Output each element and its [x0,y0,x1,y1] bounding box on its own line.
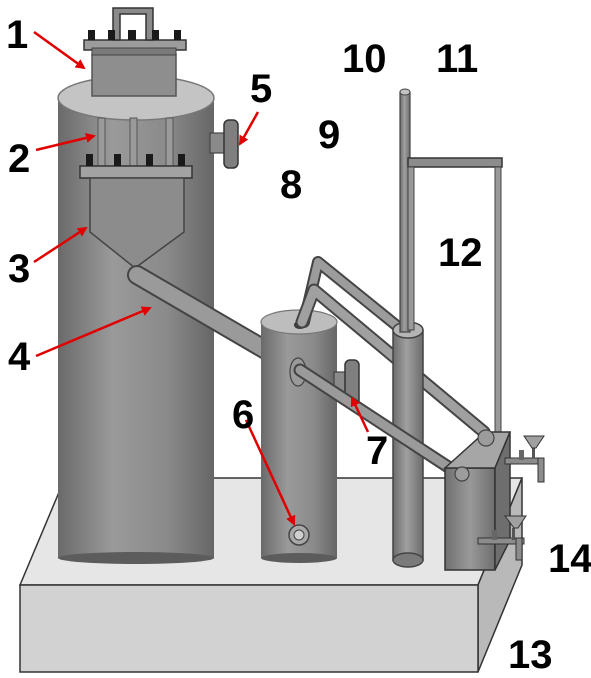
top-lid [83,7,187,97]
arrow-3 [33,226,88,264]
label-13: 13 [508,633,553,677]
arrow-6 [244,419,296,526]
support-frame [407,157,503,468]
arrow-5 [238,111,260,146]
number-labels: 1 2 3 4 5 6 7 8 9 10 11 12 13 14 [6,13,591,677]
pointer-arrows [33,30,370,526]
label-4: 4 [8,335,31,379]
label-11: 11 [436,37,478,81]
small-vessel [260,309,338,563]
label-1: 1 [6,13,28,57]
label-12: 12 [438,231,483,275]
side-port-main [209,119,239,169]
label-5: 5 [250,67,272,111]
lower-pipe [293,363,469,483]
arrow-4 [35,306,152,358]
vapor-pipes [295,256,491,439]
arrow-2 [35,133,96,152]
label-14: 14 [548,537,591,581]
arrow-7 [350,396,370,433]
inner-basket [79,117,193,269]
label-9: 9 [318,113,340,157]
label-3: 3 [8,247,30,291]
label-6: 6 [232,393,254,437]
drain-port [288,524,310,546]
label-8: 8 [280,163,302,207]
label-10: 10 [342,37,387,81]
label-7: 7 [366,429,388,473]
label-2: 2 [8,137,30,181]
arrow-1 [33,30,86,70]
tap-lower [477,515,527,561]
tap-upper [504,435,545,483]
separator-box [443,429,512,571]
